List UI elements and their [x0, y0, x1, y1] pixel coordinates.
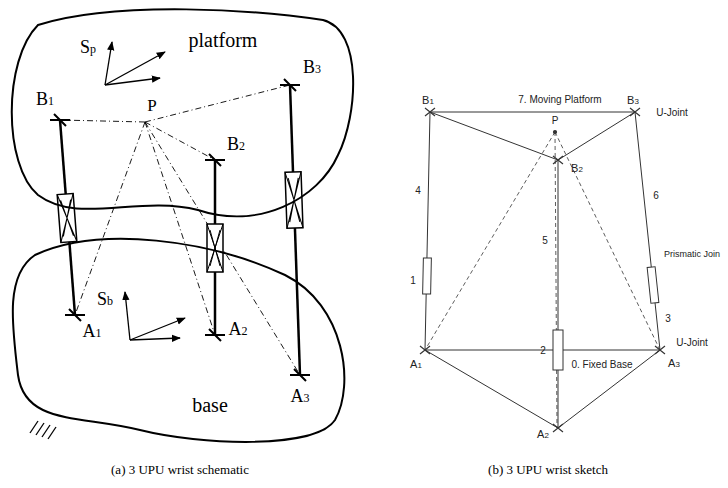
universal-joints [50, 79, 310, 381]
part-label: 5 [542, 235, 548, 246]
figure-caption: (a) 3 UPU wrist schematic [111, 463, 249, 477]
part-label: 6 [653, 190, 659, 201]
part-label: B1 [36, 90, 54, 110]
part-label: 3 [665, 313, 671, 324]
body-region: platform [8, 5, 358, 230]
part-label: B2 [227, 135, 245, 155]
platform-outline [8, 5, 358, 230]
part-label: A1 [83, 322, 102, 342]
part-label: P [552, 115, 559, 126]
sketch-joints [420, 108, 665, 432]
part-label: A3 [668, 357, 680, 370]
body-region: base [10, 235, 355, 445]
part-label: 2 [540, 345, 546, 356]
part-label: Prismatic Join [664, 250, 720, 260]
part-label: Sb [97, 290, 113, 310]
part-label: 0. Fixed Base [571, 359, 632, 370]
part-label: B3 [303, 58, 321, 78]
part-label: B1 [422, 94, 434, 107]
dashed-rays [60, 85, 300, 375]
part-label: A2 [229, 320, 248, 340]
part-label: P [147, 97, 156, 116]
part-label: 7. Moving Platform [518, 94, 601, 105]
part-label: A1 [410, 358, 422, 371]
ground-hatch [30, 421, 56, 439]
legs [60, 85, 300, 375]
prismatic-actuators [57, 172, 303, 272]
part-label: U-Joint [676, 337, 708, 348]
part-label: A2 [537, 428, 549, 441]
part-label: 1 [410, 275, 416, 286]
region-label: platform [189, 29, 258, 52]
part-label: B3 [627, 94, 639, 107]
part-label: A3 [291, 387, 310, 407]
region-label: base [192, 394, 228, 417]
sketch-dashed-rays [425, 132, 660, 428]
base-outline [10, 235, 355, 445]
figure-caption: (b) 3 UPU wrist sketch [488, 463, 608, 477]
part-label: B2 [571, 162, 583, 175]
frame-axes [105, 42, 185, 340]
part-label: U-Joint [656, 107, 688, 118]
sketch-legs [425, 112, 660, 428]
sketch-actuators [423, 258, 659, 370]
part-label: Sp [80, 38, 96, 58]
sketch-triangles [425, 112, 660, 428]
part-label: 4 [415, 185, 421, 196]
